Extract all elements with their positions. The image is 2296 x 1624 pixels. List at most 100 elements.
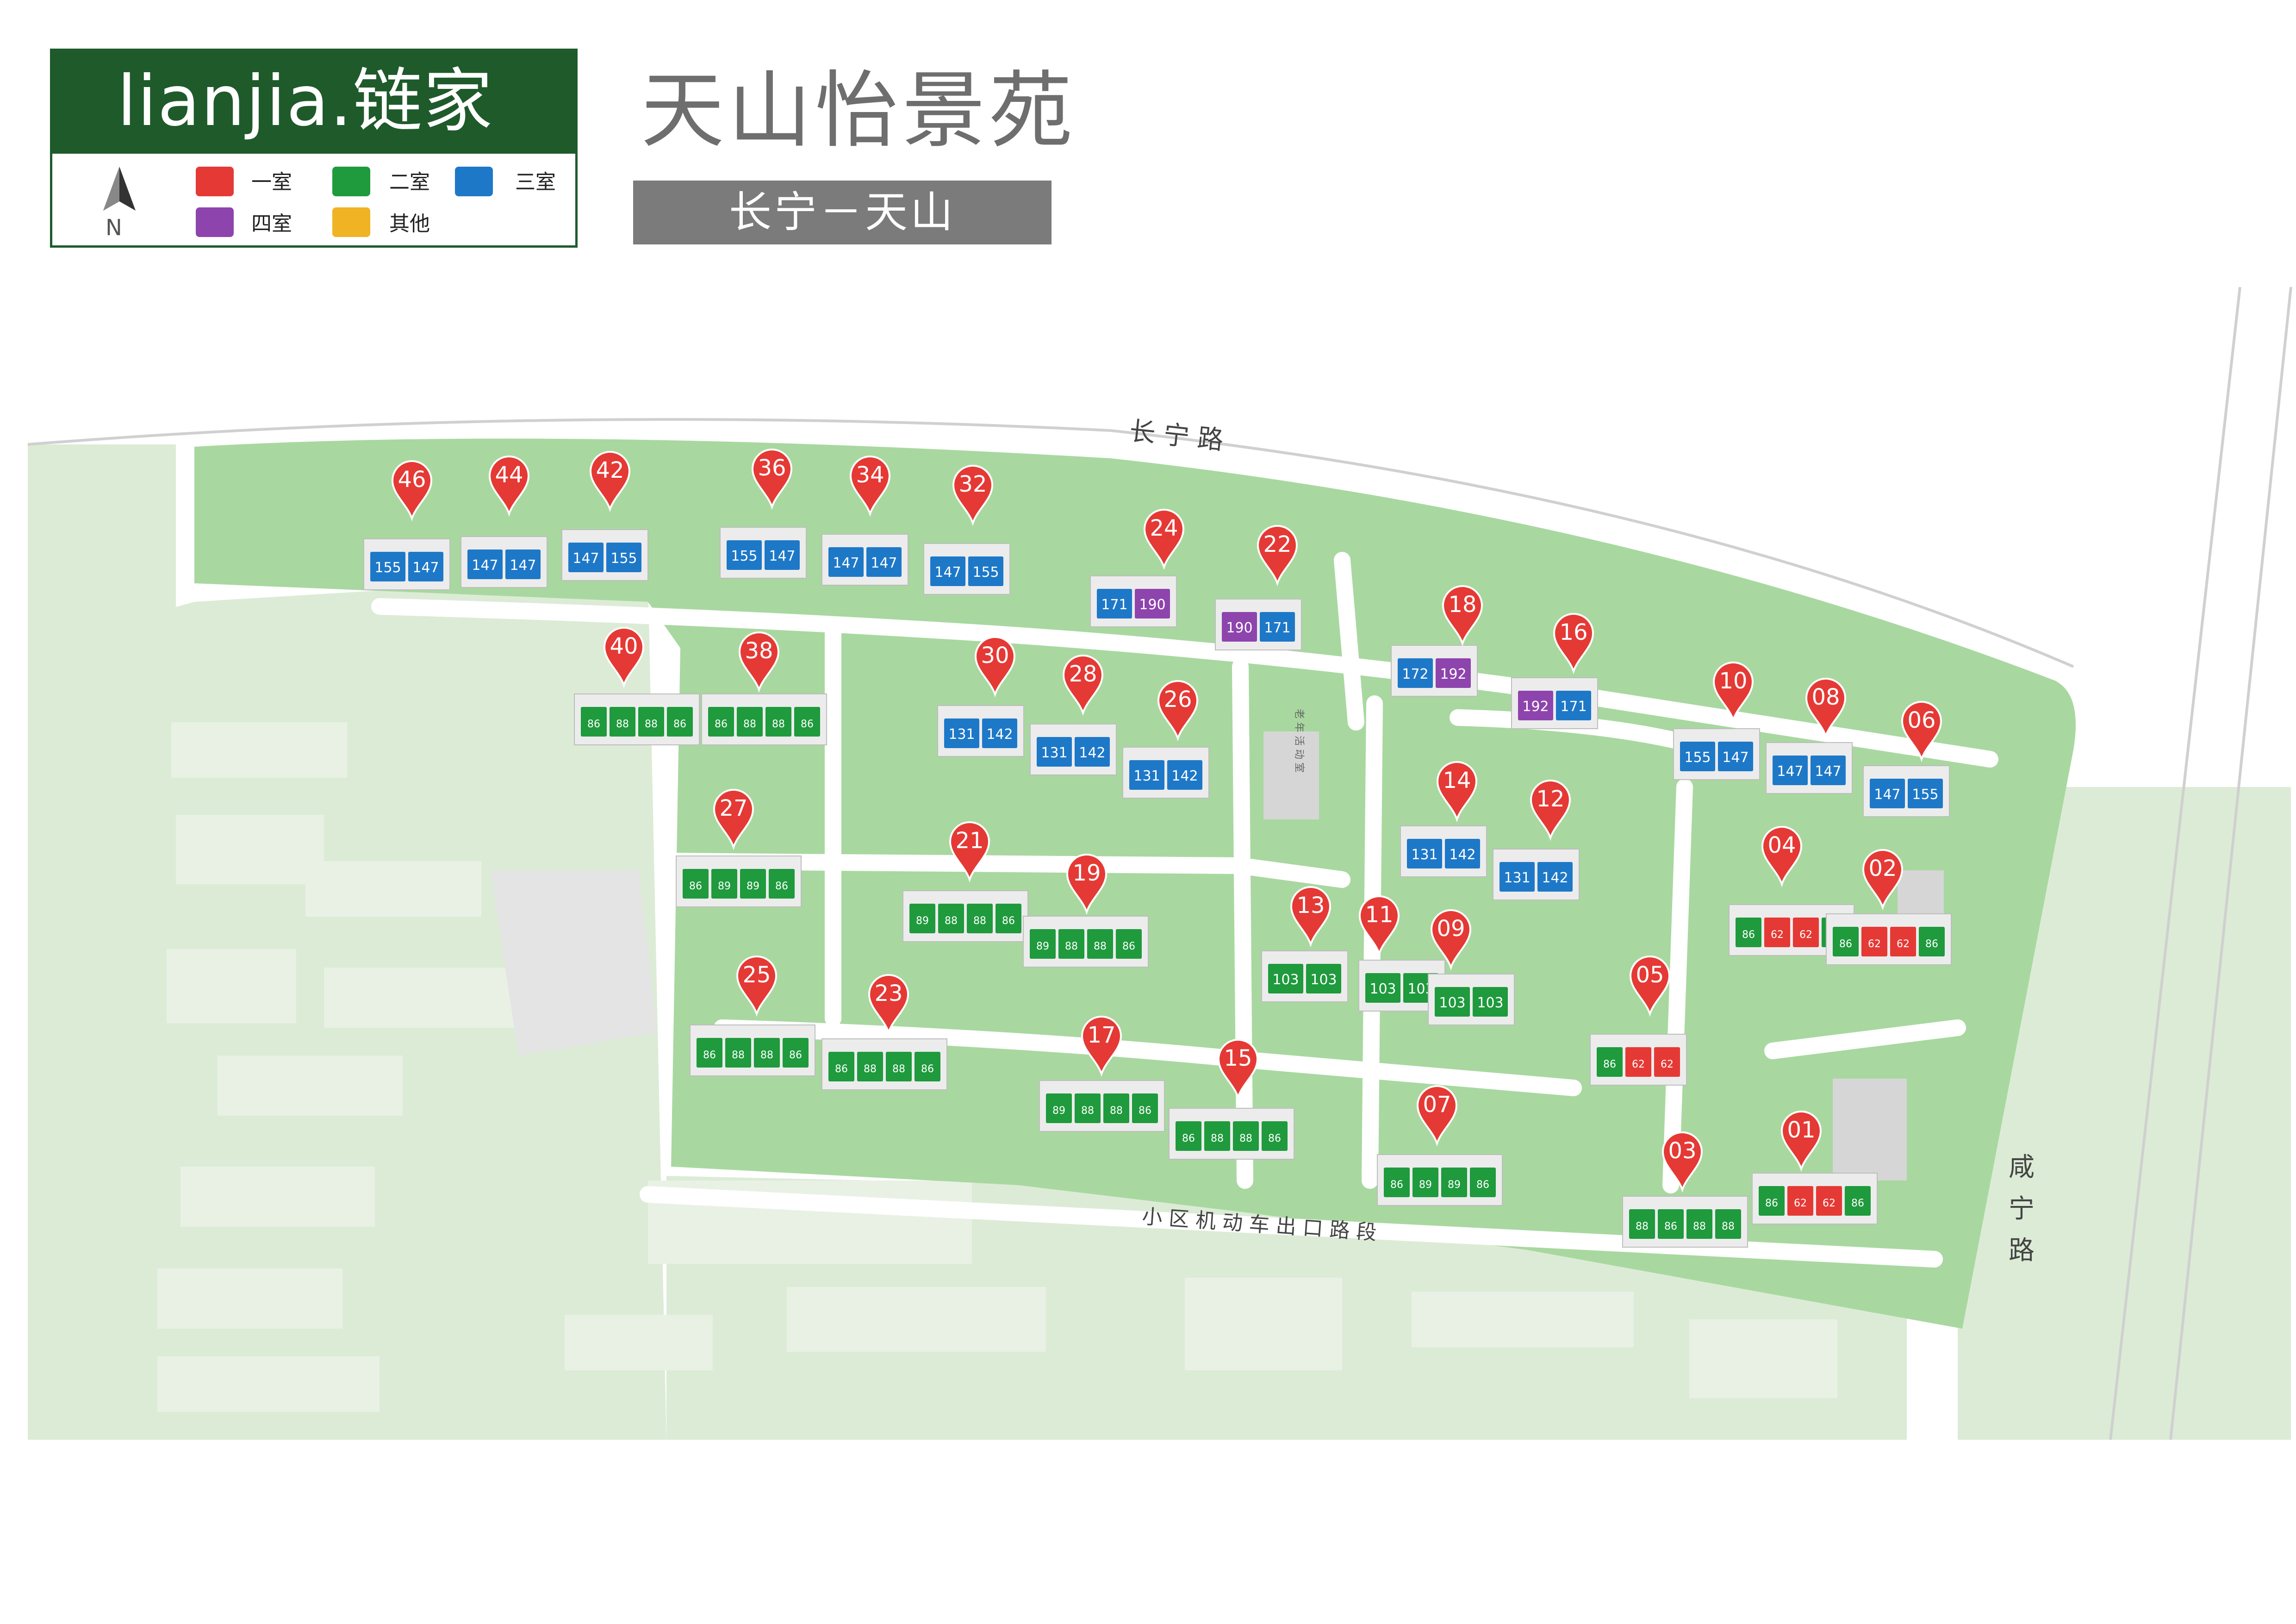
unit-area-label: 142 — [1449, 847, 1475, 863]
building-marker-icon[interactable]: 15 — [1217, 1039, 1259, 1100]
building-marker-icon[interactable]: 25 — [736, 956, 778, 1017]
building-marker-icon[interactable]: 01 — [1780, 1111, 1822, 1172]
unit-area-label: 88 — [973, 915, 986, 927]
unit-block — [1500, 862, 1535, 892]
building-marker-icon[interactable]: 11 — [1358, 895, 1400, 957]
building-marker-icon[interactable]: 19 — [1066, 854, 1108, 915]
unit-block — [1680, 742, 1715, 771]
building-number: 21 — [955, 828, 983, 854]
unit-area-label: 147 — [1874, 787, 1900, 803]
building-marker-icon[interactable]: 10 — [1712, 662, 1754, 723]
unit-block — [1046, 1093, 1072, 1123]
road-east-char: 宁 — [2009, 1194, 2035, 1224]
building-marker-icon[interactable]: 03 — [1661, 1131, 1703, 1193]
unit-block — [1793, 918, 1819, 947]
unit-area-label: 86 — [775, 881, 788, 892]
building-marker-icon[interactable]: 42 — [589, 451, 631, 512]
building-14[interactable]: 131 142 14 — [1400, 761, 1487, 877]
unit-area-label: 147 — [1722, 750, 1748, 766]
building-marker-icon[interactable]: 05 — [1629, 956, 1671, 1017]
building-marker-icon[interactable]: 22 — [1257, 525, 1298, 587]
unit-block — [1658, 1209, 1684, 1239]
building-marker-icon[interactable]: 27 — [713, 789, 754, 850]
building-marker-icon[interactable]: 44 — [488, 456, 530, 517]
building-marker-icon[interactable]: 30 — [974, 636, 1016, 698]
building-number: 18 — [1448, 592, 1476, 618]
building-marker-icon[interactable]: 17 — [1081, 1016, 1122, 1077]
building-marker-icon[interactable]: 34 — [849, 456, 891, 517]
building-number: 19 — [1072, 860, 1101, 886]
building-marker-icon[interactable]: 24 — [1143, 509, 1185, 570]
unit-block — [930, 556, 965, 586]
unit-area-label: 86 — [1742, 929, 1755, 941]
unit-area-label: 131 — [1411, 847, 1437, 863]
building-marker-icon[interactable]: 32 — [952, 465, 994, 526]
building-marker-icon[interactable]: 13 — [1290, 886, 1332, 948]
unit-block — [1135, 589, 1170, 618]
unit-area-label: 62 — [1661, 1059, 1674, 1070]
building-marker-icon[interactable]: 18 — [1442, 585, 1483, 647]
building-marker-icon[interactable]: 21 — [949, 821, 990, 883]
building-marker-icon[interactable]: 06 — [1901, 701, 1942, 762]
unit-block — [1625, 1047, 1651, 1077]
building-marker-icon[interactable]: 04 — [1761, 826, 1803, 887]
building-marker-icon[interactable]: 09 — [1430, 909, 1472, 971]
unit-block — [794, 707, 820, 737]
unit-block — [1537, 862, 1573, 892]
building-marker-icon[interactable]: 38 — [738, 631, 780, 693]
building-marker-icon[interactable]: 26 — [1157, 680, 1199, 742]
north-arrow-icon — [103, 167, 136, 211]
building-marker-icon[interactable]: 12 — [1530, 780, 1571, 841]
building-marker-icon[interactable]: 02 — [1862, 849, 1904, 911]
building-marker-icon[interactable]: 40 — [603, 627, 645, 688]
building-number: 03 — [1668, 1138, 1696, 1164]
unit-block — [982, 718, 1017, 748]
unit-area-label: 86 — [1851, 1198, 1864, 1209]
building-number: 02 — [1868, 856, 1897, 881]
unit-block — [1030, 929, 1056, 959]
building-marker-icon[interactable]: 36 — [751, 449, 793, 510]
unit-area-label: 89 — [1052, 1105, 1065, 1117]
building-marker-icon[interactable]: 16 — [1553, 613, 1594, 675]
building-marker-icon[interactable]: 46 — [391, 460, 433, 522]
building-marker-icon[interactable]: 14 — [1436, 761, 1478, 823]
building-marker-icon[interactable]: 23 — [868, 974, 909, 1036]
building-marker-icon[interactable]: 28 — [1062, 655, 1104, 716]
building-marker-icon[interactable]: 08 — [1805, 678, 1847, 739]
building-marker-icon[interactable]: 07 — [1416, 1085, 1458, 1147]
unit-area-label: 103 — [1369, 981, 1396, 997]
